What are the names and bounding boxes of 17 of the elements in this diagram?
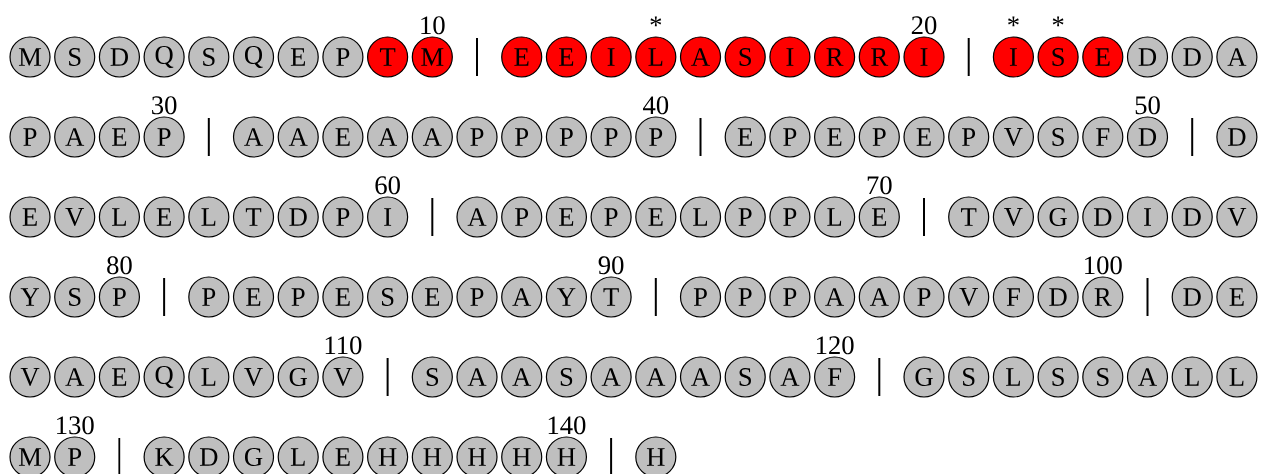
position-number: 10 bbox=[421, 16, 445, 35]
asterisk-mark: * bbox=[1052, 16, 1064, 27]
position-number: 80 bbox=[107, 256, 132, 275]
asterisk-mark: * bbox=[650, 16, 662, 27]
position-number: 50 bbox=[1135, 96, 1160, 115]
position-number: 40 bbox=[643, 96, 669, 115]
position-number: 70 bbox=[867, 176, 892, 195]
position-number: 130 bbox=[57, 416, 94, 435]
position-number: 110 bbox=[325, 336, 362, 355]
position-number: 20 bbox=[911, 16, 937, 35]
position-number: 120 bbox=[816, 336, 854, 355]
position-number: 60 bbox=[375, 176, 400, 195]
position-number: 30 bbox=[152, 96, 177, 115]
position-number: 100 bbox=[1085, 256, 1122, 275]
position-number: 140 bbox=[548, 416, 586, 435]
position-number: 90 bbox=[598, 256, 624, 275]
asterisk-mark: * bbox=[1008, 16, 1019, 27]
